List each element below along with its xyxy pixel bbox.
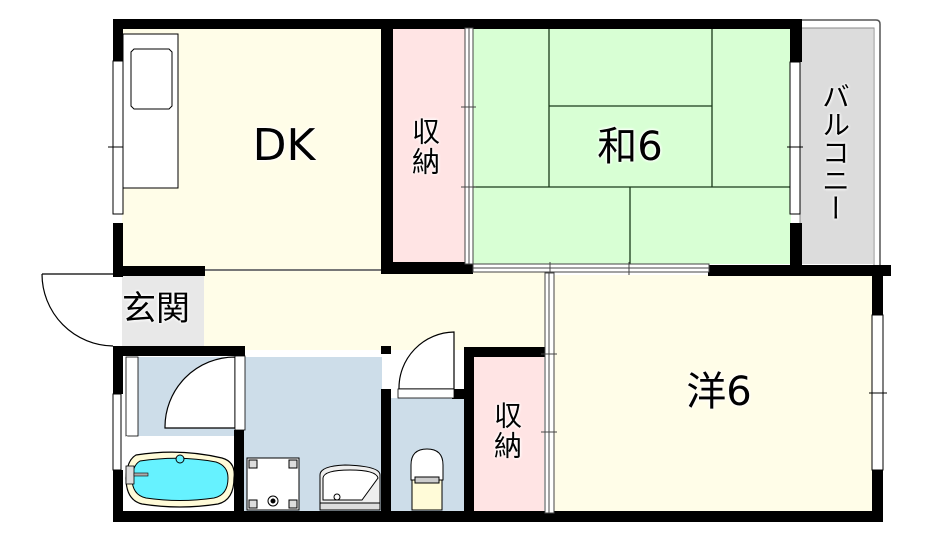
bath-door-swing	[164, 356, 236, 429]
toilet-door-swing	[398, 331, 455, 390]
room-label-balcony: バルコニー	[818, 82, 851, 222]
balcony-floor	[800, 28, 873, 264]
genkan-floor	[122, 272, 204, 348]
wash-basin	[319, 464, 381, 511]
storage-bottom-floor	[474, 357, 544, 511]
entrance-door-swing	[41, 273, 114, 347]
room-label-dk: DK	[252, 120, 316, 171]
storage-top-floor	[393, 28, 465, 264]
room-label-genkan: 玄関	[122, 289, 190, 329]
youshitsu-floor	[554, 275, 872, 511]
sliding-doors	[205, 27, 710, 514]
tatami-lines	[473, 28, 791, 264]
kitchen-sink	[122, 33, 179, 189]
toilet	[410, 448, 444, 511]
bathtub	[125, 436, 235, 511]
room-label-washitsu: 和6	[597, 124, 663, 170]
washing-machine-pan	[246, 457, 300, 511]
walls	[113, 19, 891, 522]
room-label-storage-top: 収納	[408, 117, 441, 177]
room-label-storage-bottom: 収納	[490, 401, 523, 461]
balcony-rail	[800, 19, 881, 268]
washitsu-floor	[473, 28, 791, 264]
room-label-youshitsu: 洋6	[686, 369, 752, 415]
